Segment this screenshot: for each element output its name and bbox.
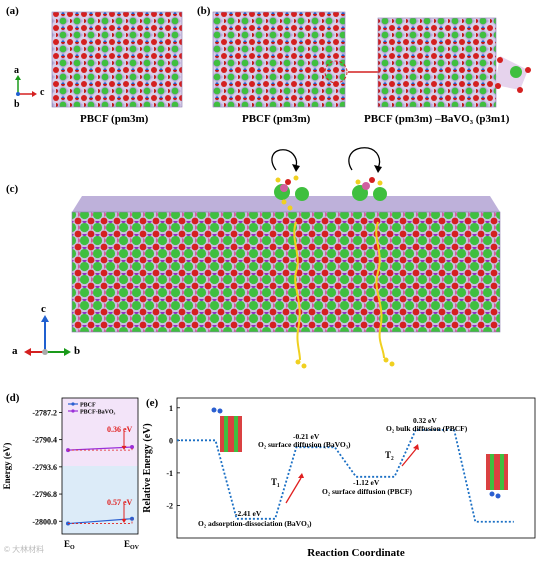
caption-b-right: PBCF (pm3m) –BaVO₃ (p3m1) bbox=[364, 113, 510, 125]
lattice-a bbox=[51, 11, 183, 108]
frame-e bbox=[176, 397, 536, 539]
energy-label-3: -1.12 eV bbox=[353, 478, 380, 487]
panel-label-a: (a) bbox=[6, 5, 19, 17]
legend-pbcf: PBCF bbox=[80, 403, 96, 409]
data-point-d bbox=[130, 445, 134, 450]
step-label-4: O₂ bulk diffusion (PBCF) bbox=[386, 424, 468, 433]
highlight-circle bbox=[324, 60, 348, 84]
structure-illustrations bbox=[15, 11, 531, 369]
step-label-1: O₂ adsorption-dissociation (BaVO₃) bbox=[198, 519, 312, 528]
xtick-eov: EOV bbox=[124, 539, 140, 551]
ytick-label-d: -2790.4 bbox=[32, 436, 57, 445]
ytick-label-d: -2793.6 bbox=[32, 463, 57, 472]
lattice-b-right bbox=[377, 17, 497, 108]
label-t1: T₁ bbox=[271, 477, 280, 487]
ytick-label-d: -2787.2 bbox=[32, 408, 57, 417]
chart-e: 1 0 -1 -2 Relative Energy (eV) Reaction Coo… bbox=[142, 397, 536, 559]
energy-label-2: -0.21 eV bbox=[293, 432, 320, 441]
xtick-eo: EO bbox=[64, 539, 75, 551]
bg-upper bbox=[62, 398, 138, 466]
watermark: © 大林材料 bbox=[4, 545, 45, 554]
caption-a: PBCF (pm3m) bbox=[80, 113, 149, 125]
annotation-arrowhead-d bbox=[121, 518, 127, 523]
slab-c bbox=[71, 147, 501, 369]
energy-label-1: -2.41 eV bbox=[235, 509, 262, 518]
panel-label-c: (c) bbox=[6, 183, 19, 195]
energy-label-4: 0.32 eV bbox=[413, 416, 437, 425]
arrow-t1 bbox=[285, 477, 302, 504]
chart-d: -2787.2 -2790.4 -2793.6 -2796.8 -2800.0 Ener… bbox=[2, 397, 140, 551]
step-label-3: O₂ surface diffusion (PBCF) bbox=[322, 487, 412, 496]
arrow-t2 bbox=[401, 448, 417, 467]
legend-pbcf-bavo3: PBCF-BaVO₃ bbox=[80, 410, 116, 416]
lattice-b-left bbox=[212, 11, 346, 108]
annotation-arrowhead-d bbox=[121, 445, 127, 450]
panel-label-e: (e) bbox=[146, 397, 159, 409]
ytick-label-e: 1 bbox=[169, 404, 173, 413]
panel-label-d: (d) bbox=[6, 392, 20, 404]
ylabel-d: Energy (eV) bbox=[2, 443, 12, 490]
ytick-label-e: -2 bbox=[166, 501, 173, 510]
axis-label-a-down: b bbox=[14, 99, 20, 110]
axis-label-a-right: c bbox=[40, 87, 45, 98]
axis-label-a-up: a bbox=[14, 65, 19, 76]
frame bbox=[61, 397, 139, 535]
annotation-057: 0.57 eV bbox=[107, 498, 133, 507]
series-line-d bbox=[67, 518, 133, 525]
slab-icon-left bbox=[211, 407, 242, 452]
ytick-label-e: 0 bbox=[169, 436, 173, 445]
panel-label-b: (b) bbox=[197, 5, 211, 17]
ylabel-e: Relative Energy (eV) bbox=[142, 423, 153, 512]
ytick-label-d: -2800.0 bbox=[32, 517, 57, 526]
series-line-d bbox=[67, 446, 133, 451]
slab-icon-right bbox=[486, 454, 508, 499]
xlabel-e: Reaction Coordinate bbox=[307, 547, 405, 559]
axis-label-c-right: b bbox=[74, 345, 81, 357]
ytick-label-d: -2796.8 bbox=[32, 490, 57, 499]
label-t2: T₂ bbox=[385, 450, 394, 460]
axes-c bbox=[24, 315, 71, 356]
energy-profile-e bbox=[177, 429, 514, 523]
step-label-2: O₂ surface diffusion (BaVO₃) bbox=[258, 440, 351, 449]
axis-label-c-left: a bbox=[12, 345, 18, 357]
axis-label-c-up: c bbox=[41, 303, 46, 315]
annotation-036: 0.36 eV bbox=[107, 425, 133, 434]
axes-a bbox=[15, 75, 37, 97]
ytick-label-e: -1 bbox=[166, 469, 173, 478]
caption-b-left: PBCF (pm3m) bbox=[242, 113, 311, 125]
